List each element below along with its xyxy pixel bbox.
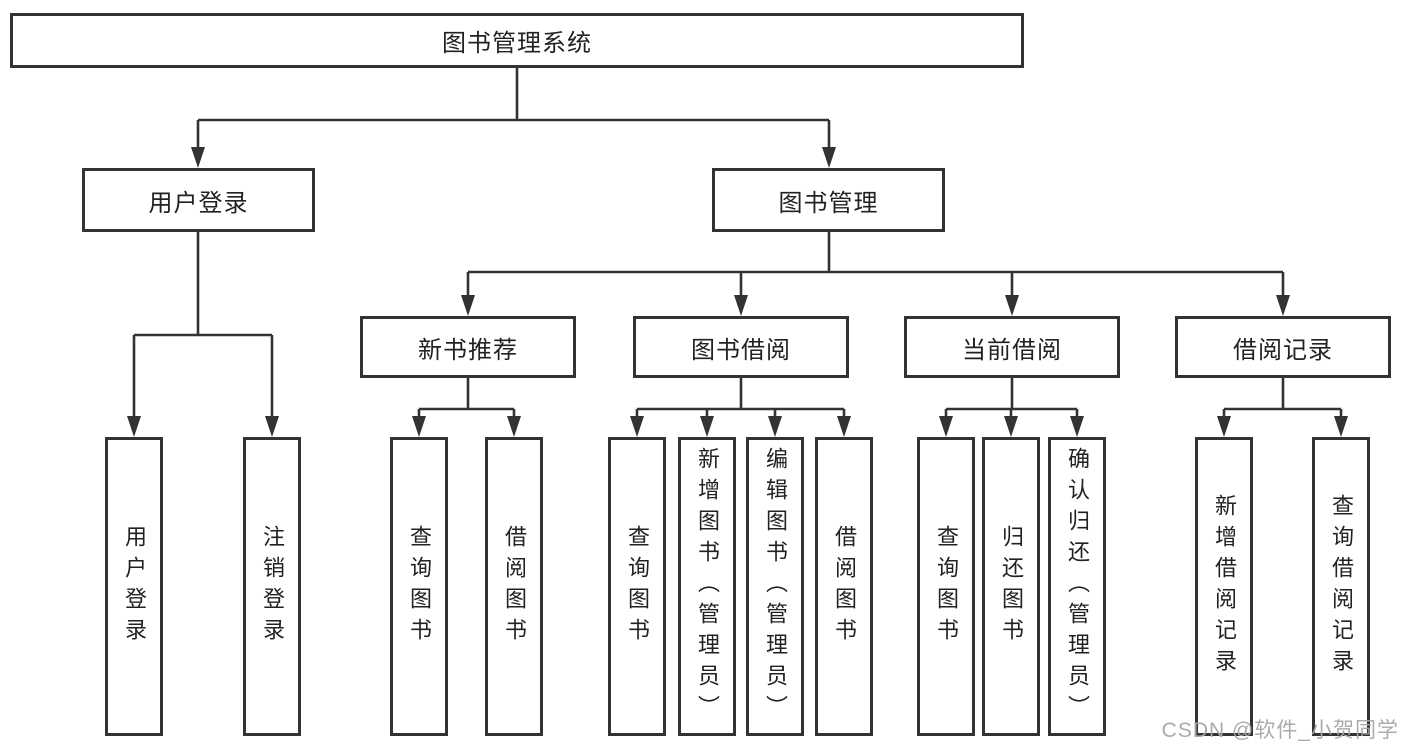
node-label: 借阅图书 [502,524,527,649]
node-confirm-return-admin: 确认归还（管理员） [1048,437,1106,736]
node-label: 借阅图书 [832,524,857,649]
node-user-login: 用户登录 [105,437,163,736]
node-label: 查询图书 [625,524,650,649]
node-query-books: 查询图书 [390,437,448,736]
node-label: 注销登录 [260,524,285,649]
node-add-borrow-record: 新增借阅记录 [1195,437,1253,736]
node-book-management-branch: 图书管理 [712,168,945,232]
node-query-books: 查询图书 [917,437,975,736]
csdn-watermark: CSDN @软件_小贺同学 [1161,719,1399,742]
node-borrowing-records: 借阅记录 [1175,316,1391,378]
node-label: 确认归还（管理员） [1065,447,1090,726]
node-new-book-recommendation: 新书推荐 [360,316,576,378]
node-current-borrowing: 当前借阅 [904,316,1120,378]
node-borrow-books: 借阅图书 [815,437,873,736]
node-logout: 注销登录 [243,437,301,736]
node-book-borrowing: 图书借阅 [633,316,849,378]
node-label: 查询图书 [407,524,432,649]
node-return-books: 归还图书 [982,437,1040,736]
node-edit-books-admin: 编辑图书（管理员） [746,437,804,736]
node-add-books-admin: 新增图书（管理员） [678,437,736,736]
node-label: 归还图书 [999,524,1024,649]
node-label: 用户登录 [122,524,147,649]
node-label: 编辑图书（管理员） [763,447,788,726]
node-label: 新增图书（管理员） [695,447,720,726]
node-borrow-books: 借阅图书 [485,437,543,736]
node-label: 新增借阅记录 [1212,493,1237,680]
node-query-borrow-record: 查询借阅记录 [1312,437,1370,736]
node-label: 查询图书 [934,524,959,649]
node-user-login-branch: 用户登录 [82,168,315,232]
node-library-management-system: 图书管理系统 [10,13,1024,68]
arrowhead-icons [127,147,1348,437]
node-label: 查询借阅记录 [1329,493,1354,680]
node-query-books: 查询图书 [608,437,666,736]
